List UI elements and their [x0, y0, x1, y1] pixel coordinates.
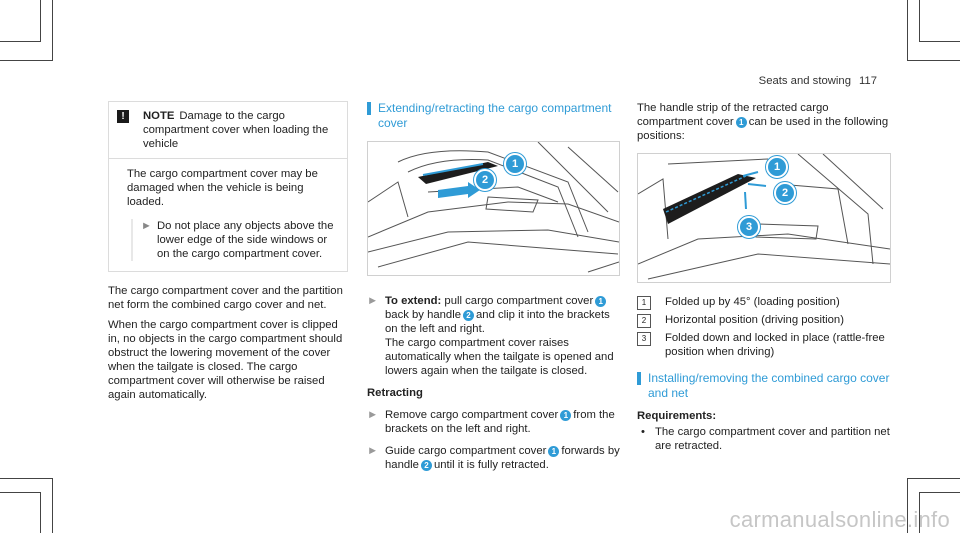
callout-2-inline: 2 [463, 309, 474, 321]
paragraph: When the cargo compartment cover is clip… [108, 319, 343, 401]
crop-mark [0, 41, 40, 42]
callout-1-inline: 1 [560, 409, 572, 421]
note-text: The cargo compartment cover may be damag… [127, 168, 318, 208]
legend-key: 1 [637, 296, 651, 310]
callout-1: 1 [766, 156, 788, 178]
running-header: Seats and stowing 117 [759, 74, 877, 88]
column-right: The handle strip of the retracted cargo … [637, 101, 893, 453]
step-text: from the brackets on the left and right. [385, 409, 615, 435]
paragraph: The cargo compartment cover and the part… [108, 285, 343, 311]
legend-key: 2 [637, 314, 651, 328]
callout-1-inline: 1 [548, 445, 560, 457]
crop-mark [0, 478, 52, 479]
step-label: To extend: [385, 295, 442, 307]
callout-1: 1 [504, 153, 526, 175]
cargo-cover-illustration [368, 142, 619, 273]
step-text: pull cargo compartment cover [444, 295, 594, 307]
header-section: Seats and stowing [758, 75, 851, 87]
watermark: carmanualsonline.info [729, 507, 950, 532]
crop-mark [907, 60, 960, 61]
crop-mark [907, 478, 908, 533]
callout-2-inline: 2 [420, 459, 432, 471]
callout-1-inline: 1 [595, 295, 607, 307]
arrow-icon: ► [141, 220, 152, 232]
requirement-text: The cargo compartment cover and partitio… [655, 426, 890, 452]
crop-mark [40, 492, 41, 533]
crop-mark [919, 492, 960, 493]
callout-3: 3 [738, 216, 760, 238]
warning-icon: ! [117, 110, 129, 123]
arrow-icon: ► [367, 445, 379, 457]
arrow-icon: ► [367, 295, 379, 307]
crop-mark [919, 41, 960, 42]
step-extend: ► To extend: pull cargo compartment cove… [367, 294, 620, 378]
requirement-item: • The cargo compartment cover and partit… [637, 425, 893, 453]
crop-mark [52, 0, 53, 61]
legend-item: 2 Horizontal position (driving position) [637, 313, 893, 328]
paragraph: The handle strip of the retracted cargo … [637, 101, 893, 143]
crop-mark [52, 478, 53, 533]
legend-text: Horizontal position (driving position) [665, 314, 844, 326]
step-text: forwards by handle [385, 445, 620, 471]
crop-mark [919, 0, 920, 42]
legend-text: Folded down and locked in place (rattle-… [665, 332, 885, 358]
handle-positions-illustration [638, 154, 890, 280]
note-bullet: ► Do not place any objects above the low… [131, 219, 337, 261]
figure-handle-positions: 1 2 3 [637, 153, 891, 283]
legend-text: Folded up by 45° (loading position) [665, 296, 840, 308]
crop-mark [907, 478, 960, 479]
crop-mark [919, 492, 920, 533]
legend-item: 3 Folded down and locked in place (rattl… [637, 331, 893, 359]
intro-text: can be used in the following positions: [637, 116, 889, 142]
section-title: Extending/retracting the cargo compartme… [367, 101, 620, 131]
legend-key: 3 [637, 332, 651, 346]
note-title: NOTE [143, 110, 175, 122]
crop-mark [40, 0, 41, 42]
figure-cargo-cover-extend: 1 2 [367, 141, 620, 276]
page-number: 117 [858, 75, 877, 87]
bullet-dot-icon: • [641, 426, 645, 438]
intro-text: The handle strip of the retracted cargo … [637, 102, 829, 128]
step-text: back by handle [385, 309, 461, 321]
crop-mark [0, 492, 40, 493]
requirements-heading: Requirements: [637, 410, 717, 422]
subheading-retracting: Retracting [367, 387, 423, 399]
step-text: and clip it into the brackets on the lef… [385, 309, 610, 335]
legend-item: 1 Folded up by 45° (loading position) [637, 295, 893, 310]
note-body: The cargo compartment cover may be damag… [109, 159, 347, 271]
column-middle: Extending/retracting the cargo compartme… [367, 101, 620, 480]
callout-1-inline: 1 [735, 116, 747, 128]
step-text: Remove cargo compartment cover [385, 409, 559, 421]
step-text: The cargo compartment cover raises autom… [385, 337, 614, 377]
step-text: until it is fully retracted. [433, 459, 549, 471]
crop-mark [0, 60, 52, 61]
note-bullet-text: Do not place any objects above the lower… [157, 220, 334, 260]
crop-mark [907, 0, 908, 61]
arrow-icon: ► [367, 409, 379, 421]
step-text: Guide cargo compartment cover [385, 445, 547, 457]
callout-2: 2 [474, 169, 496, 191]
note-heading-text: Damage to the cargo compartment cover wh… [143, 110, 329, 150]
callout-2: 2 [774, 182, 796, 204]
section-title: Installing/removing the combined cargo c… [637, 371, 893, 401]
